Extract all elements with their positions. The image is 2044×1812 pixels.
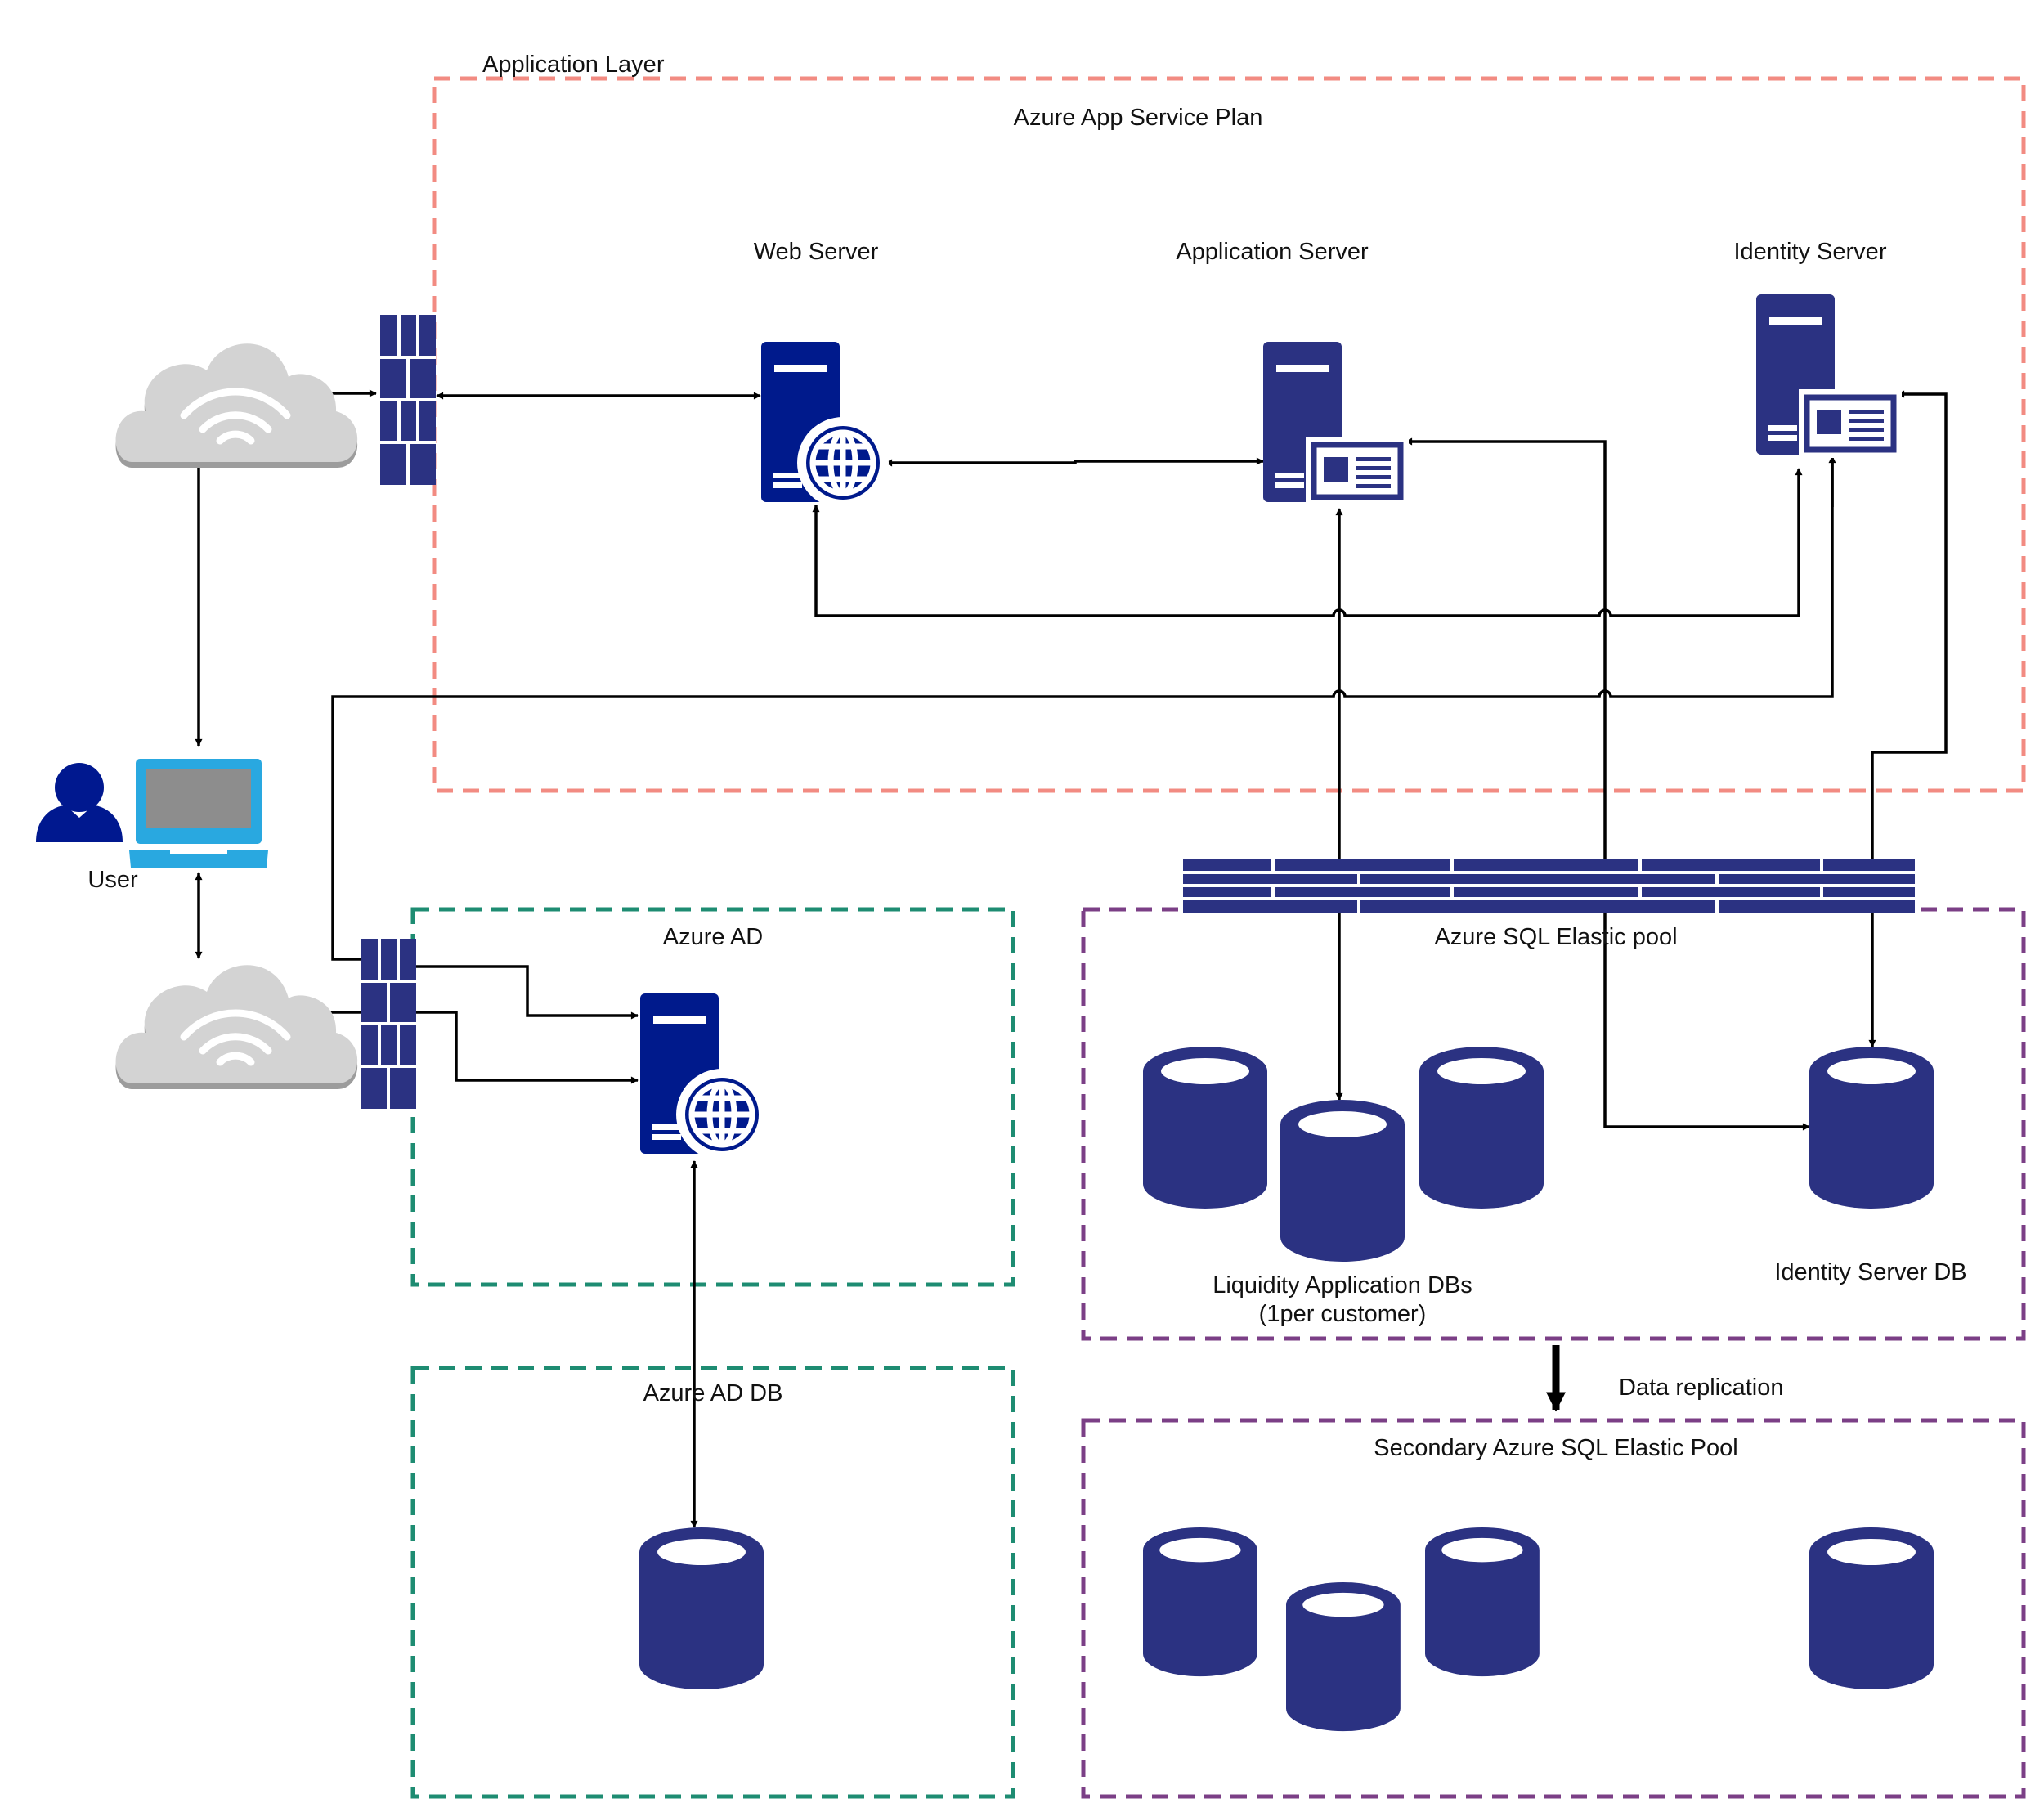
connectors: [195, 389, 1948, 1528]
database-icon: [1280, 1100, 1405, 1262]
web-server-label: Web Server: [754, 239, 879, 265]
web-server-icon: [640, 993, 768, 1160]
database-icon: [1286, 1582, 1401, 1732]
liquidity-dbs-label: Liquidity Application DBs: [1213, 1272, 1472, 1298]
database-icon: [1425, 1527, 1540, 1677]
secondary-pool-label: Secondary Azure SQL Elastic Pool: [1374, 1435, 1737, 1461]
database-icon: [1809, 1047, 1934, 1209]
liquidity-dbs-sublabel: (1per customer): [1259, 1301, 1427, 1327]
database-icon: [1143, 1047, 1267, 1209]
firewall-icon: [1183, 859, 1915, 913]
identity-server-label: Identity Server: [1734, 239, 1887, 265]
application-layer-label: Application Layer: [482, 52, 665, 78]
app-service-plan-label: Azure App Service Plan: [1014, 105, 1263, 131]
cloud-wifi-icon: [116, 343, 358, 468]
web-server-icon: [761, 342, 889, 509]
identity-server-db-label: Identity Server DB: [1774, 1259, 1966, 1285]
database-icon: [639, 1527, 764, 1689]
user-label: User: [87, 867, 138, 893]
database-icon: [1419, 1047, 1544, 1209]
application-server-icon: [1263, 342, 1409, 505]
firewall-icon: [379, 313, 437, 487]
sql-elastic-pool-label: Azure SQL Elastic pool: [1434, 924, 1677, 950]
application-server-icon: [1756, 294, 1902, 458]
firewall-icon: [359, 937, 418, 1110]
secondary-pool-boundary: [1081, 1418, 2026, 1799]
cloud-wifi-icon: [116, 965, 358, 1089]
azure-ad-label: Azure AD: [663, 924, 764, 950]
sql-elastic-pool-boundary: [1081, 907, 2026, 1341]
azure-ad-db-boundary: [410, 1366, 1015, 1799]
data-replication-label: Data replication: [1619, 1375, 1784, 1401]
azure-ad-db-label: Azure AD DB: [643, 1380, 783, 1406]
application-server-label: Application Server: [1176, 239, 1369, 265]
database-icon: [1143, 1527, 1257, 1677]
laptop-icon: [129, 759, 268, 868]
user-icon: [36, 763, 123, 842]
database-icon: [1809, 1527, 1934, 1689]
